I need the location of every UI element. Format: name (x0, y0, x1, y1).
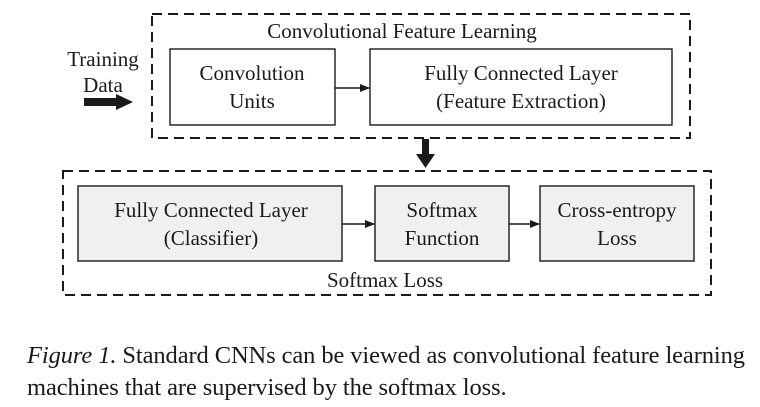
top-group-label: Convolutional Feature Learning (267, 19, 537, 43)
node-convolution-units: Convolution Units (169, 48, 336, 126)
node-convolution-units-line2: Units (229, 89, 275, 113)
training-data-label-line2: Data (83, 73, 123, 97)
node-fc-feature-line1: Fully Connected Layer (424, 61, 618, 85)
node-softmax-function: Softmax Function (374, 185, 510, 262)
node-softmax-line1: Softmax (406, 198, 478, 222)
node-cross-entropy-line1: Cross-entropy (558, 198, 677, 222)
training-data-arrow (84, 94, 133, 110)
figure-caption-text: Standard CNNs can be viewed as convoluti… (27, 342, 745, 401)
node-cross-entropy-loss: Cross-entropy Loss (539, 185, 695, 262)
group-connector-arrow (416, 139, 435, 168)
node-fc-classifier-line2: (Classifier) (164, 226, 258, 250)
node-fc-classifier-line1: Fully Connected Layer (114, 198, 308, 222)
node-fc-feature-line2: (Feature Extraction) (436, 89, 606, 113)
node-convolution-units-line1: Convolution (199, 61, 305, 85)
figure-caption: Figure 1. Standard CNNs can be viewed as… (27, 340, 752, 404)
node-cross-entropy-line2: Loss (597, 226, 637, 250)
node-fc-feature-extraction: Fully Connected Layer (Feature Extractio… (369, 48, 673, 126)
top-group-border (151, 13, 691, 139)
bottom-group-label: Softmax Loss (327, 268, 443, 292)
figure-number: Figure 1. (27, 342, 117, 369)
training-data-label-line1: Training (67, 47, 139, 71)
node-softmax-line2: Function (405, 226, 480, 250)
bottom-group-border (62, 170, 712, 296)
node-fc-classifier: Fully Connected Layer (Classifier) (77, 185, 343, 262)
